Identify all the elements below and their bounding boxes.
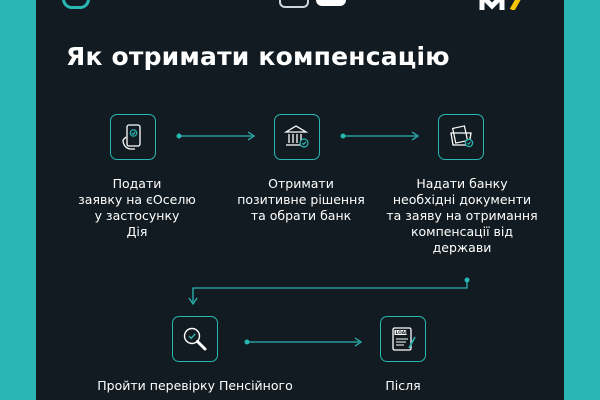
- step-2-text: Отримати позитивне рішення та обрати бан…: [237, 176, 365, 223]
- arrow-step-1-to-2: [176, 131, 256, 141]
- ministry-logo: [479, 0, 521, 10]
- step-5-icon-box: LOAN: [380, 316, 426, 362]
- phone-check-icon: [122, 124, 141, 150]
- arrow-step-2-to-3: [340, 131, 420, 141]
- step-4-icon-box: [172, 316, 218, 362]
- step-1-text: Подати заявку на єОселю у застосунку Дія: [78, 176, 196, 239]
- arrow-step-4-to-5: [244, 337, 363, 347]
- arrow-step-3-to-4: [188, 277, 470, 306]
- loan-document-icon: LOAN: [392, 327, 416, 351]
- step-3-icon-box: [438, 114, 484, 160]
- step-5-text: Після: [385, 378, 421, 393]
- partner-logo-2: [316, 0, 346, 6]
- partner-logo: [279, 0, 309, 8]
- bank-check-icon: [283, 125, 309, 148]
- magnifier-check-icon: [183, 327, 207, 351]
- step-4-text: Пройти перевірку Пенсійного: [97, 378, 293, 393]
- step-2-icon-box: [274, 114, 320, 160]
- step-1-icon-box: [110, 114, 156, 160]
- step-3-text: Надати банку необхідні документи та заяв…: [386, 176, 538, 255]
- svg-text:LOAN: LOAN: [396, 330, 410, 336]
- infographic-panel: [36, 0, 564, 400]
- page-title: Як отримати компенсацію: [66, 42, 450, 71]
- documents-icon: [450, 125, 474, 148]
